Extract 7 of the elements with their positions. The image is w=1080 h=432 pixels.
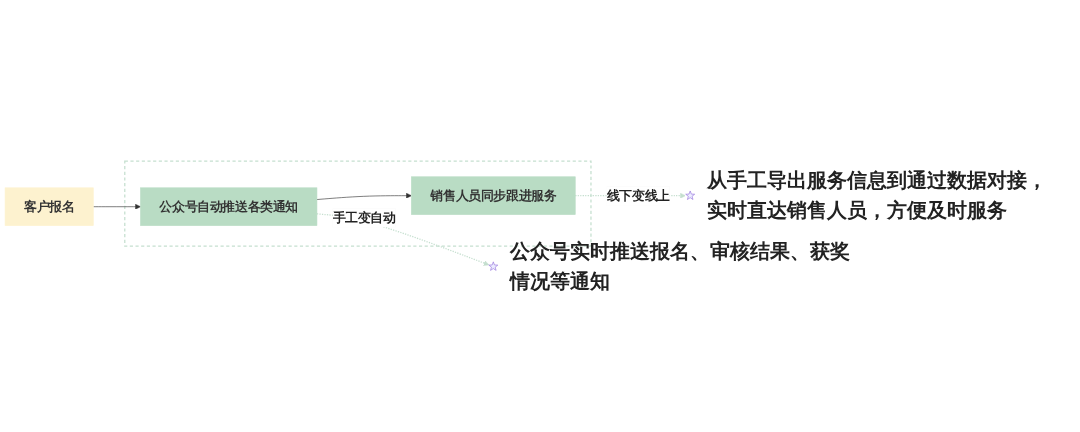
description-text: 公众号实时推送报名、审核结果、获奖情况等通知 — [509, 237, 850, 295]
description-text: 从手工导出服务信息到通过数据对接，实时直达销售人员，方便及时服务 — [706, 167, 1047, 225]
node-box: 客户报名 — [4, 187, 94, 226]
edge-label: 线下变线上 — [606, 187, 670, 204]
edge-label: 手工变自动 — [332, 210, 396, 226]
node-box: 公众号自动推送各类通知 — [140, 187, 318, 226]
node-box: 销售人员同步跟进服务 — [411, 176, 576, 215]
